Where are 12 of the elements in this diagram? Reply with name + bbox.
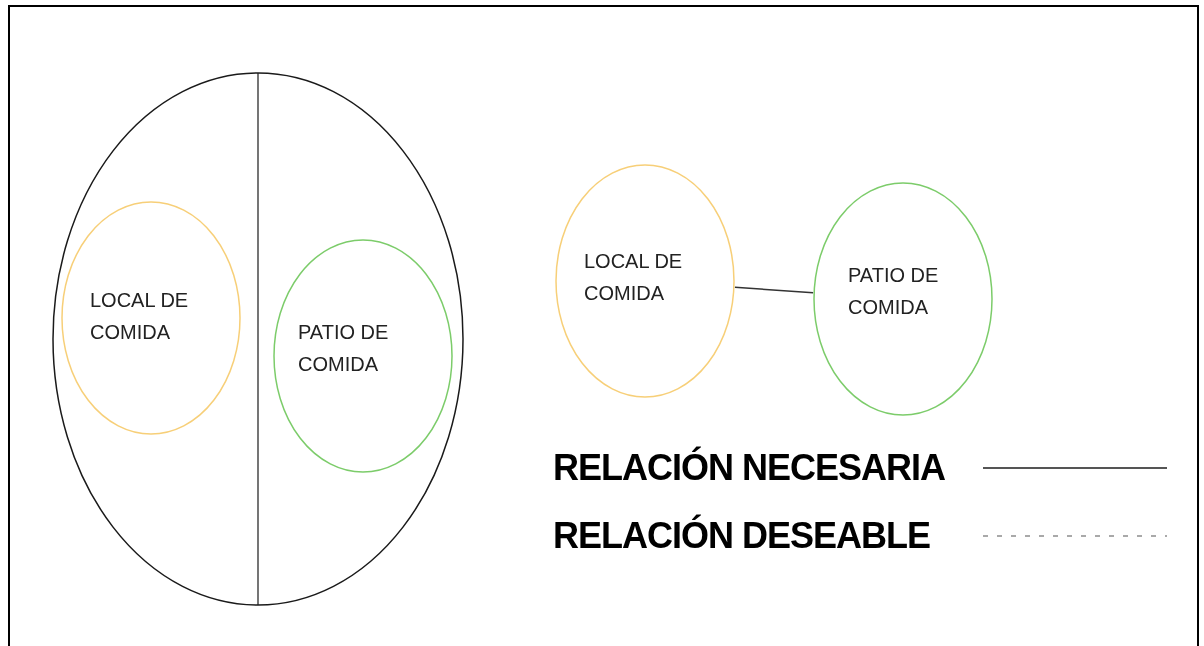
circle-node <box>61 201 241 435</box>
circle-node <box>555 164 735 398</box>
legend-label: RELACIÓN NECESARIA <box>553 445 947 490</box>
ellipse-node <box>52 72 464 606</box>
connector-line <box>734 286 814 294</box>
node-label: PATIO DE COMIDA <box>298 320 390 377</box>
node-label: LOCAL DE COMIDA <box>584 249 684 306</box>
circle-node <box>273 239 453 473</box>
circle-node <box>813 182 993 416</box>
node-label: PATIO DE COMIDA <box>848 263 940 320</box>
node-label: LOCAL DE COMIDA <box>90 288 190 345</box>
legend-label: RELACIÓN DESEABLE <box>553 513 932 558</box>
